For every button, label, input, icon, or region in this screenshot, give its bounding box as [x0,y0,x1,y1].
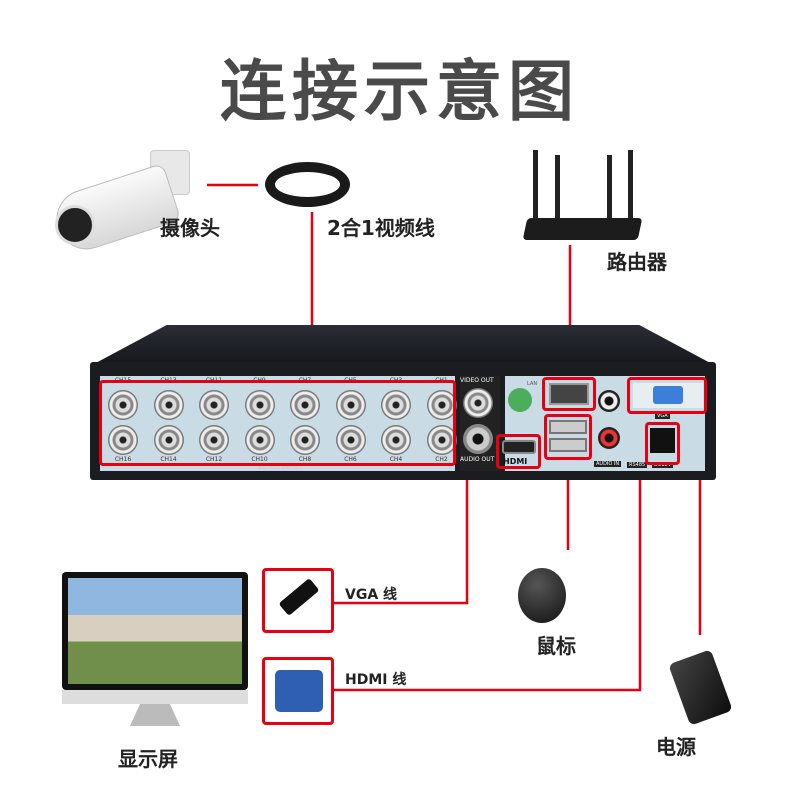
camera-image [48,150,200,258]
channel-label: CH8 [298,456,312,463]
power-port [650,428,675,453]
bnc-port-ch5 [335,390,366,420]
bnc-port-ch8 [290,425,320,455]
cable-label: 2合1视频线 [327,216,435,240]
bnc-port-ch10 [244,425,275,455]
bnc-port-ch12 [199,425,229,455]
channel-label: CH2 [435,456,448,463]
power-label: 电源 [656,735,696,759]
vga-cable-box [262,568,334,633]
monitor-image [62,572,248,690]
bnc-port-ch2 [426,425,457,455]
audio-out-label: AUDIO OUT [460,456,495,463]
power-highlight [645,422,680,465]
video-out-label: VIDEO OUT [460,377,494,384]
channel-label: CH16 [114,456,132,463]
lan-label: LAN [527,381,538,387]
hdmi-cable-line [333,413,642,692]
cable-image [265,162,350,207]
bnc-port-ch6 [335,425,366,455]
bnc-port-ch1 [426,390,457,420]
vga-highlight [627,377,707,414]
usb-highlight [544,414,592,460]
lan-led [508,388,532,412]
vga-port [633,383,703,408]
usb-port-2 [549,438,587,452]
vga-label: VGA [655,413,670,419]
bnc-port-ch15 [108,390,138,420]
video-input-label: VIDEO INPUT [257,463,303,471]
page-title: 连接示意图 [220,53,580,130]
vga-cable-line [333,468,469,605]
bnc-port-ch7 [290,390,320,420]
hdmi-highlight [496,434,541,469]
hdmi-label: HDMI [503,457,528,466]
bnc-port-ch13 [153,390,184,420]
hdmi-port [502,440,536,454]
video-input-highlight [99,380,456,466]
lan-highlight [542,377,596,411]
bnc-port-ch3 [381,390,411,420]
rs485-label: RS485 [627,462,648,468]
mouse-label: 鼠标 [536,634,576,658]
channel-label: CH4 [389,456,403,463]
channel-label: CH6 [344,456,357,463]
vga-cable-label: VGA 线 [345,587,398,603]
dvr-top [92,325,714,365]
bnc-port-ch11 [199,390,229,420]
bnc-port-ch16 [108,425,138,455]
dc-label: DC12V [652,462,674,468]
channel-label: CH14 [160,456,177,463]
camera-label: 摄像头 [160,216,220,240]
lan-port [549,383,589,405]
audio-in-a1 [598,390,620,412]
audio-in-label: AUDIO IN [594,461,622,467]
usb-port-1 [549,420,587,434]
hdmi-cable-box [262,657,334,725]
monitor-stand [130,704,180,726]
mouse-image [518,568,566,623]
bnc-port-ch4 [381,425,411,455]
video-out-port [463,388,493,418]
monitor-bezel [62,690,248,704]
bnc-port-ch9 [244,390,275,420]
monitor-label: 显示屏 [118,747,178,771]
channel-label: CH12 [205,456,223,463]
audio-in-a2 [598,427,620,449]
router-label: 路由器 [607,250,667,274]
router-image [522,150,645,245]
bnc-port-ch14 [153,425,184,455]
audio-out-port [463,424,493,454]
hdmi-cable-label: HDMI 线 [345,672,407,688]
channel-label: CH10 [251,456,268,463]
